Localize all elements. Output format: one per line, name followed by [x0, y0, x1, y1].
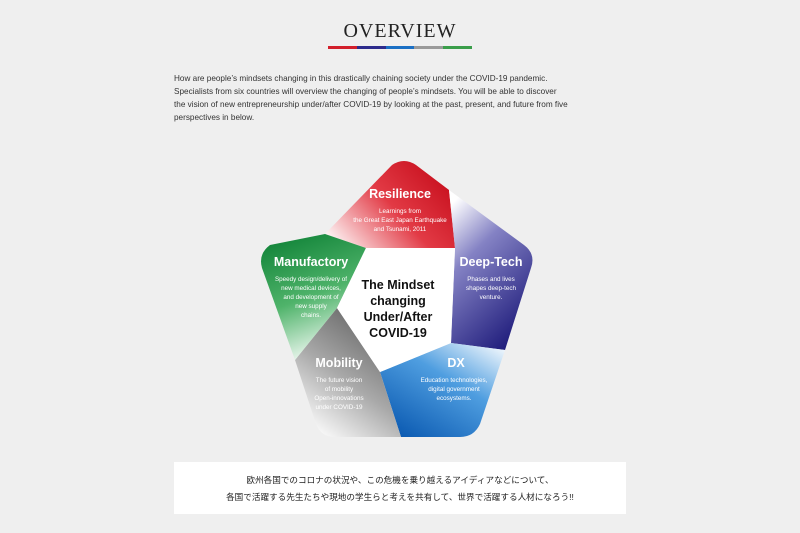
segment-resilience[interactable]: [325, 161, 455, 248]
resilience-desc: the Great East Japan Earthquake: [353, 217, 447, 224]
mobility-desc: of mobility: [325, 386, 354, 393]
intro-line: the vision of new entrepreneurship under…: [174, 100, 568, 109]
segment-deeptech[interactable]: [449, 190, 533, 350]
deeptech-desc: shapes deep-tech: [466, 285, 517, 292]
dx-desc: ecosystems.: [437, 395, 472, 402]
manufactory-desc: and development of: [283, 294, 339, 301]
dx-desc: Education technologies,: [421, 377, 488, 384]
manufactory-desc: new medical devices,: [281, 285, 341, 292]
japanese-message: 欧州各国でのコロナの状況や、この危機を乗り越えるアイディアなどについて、 各国で…: [174, 472, 626, 506]
intro-paragraph: How are people’s mindsets changing in th…: [174, 72, 644, 124]
title-bar-blue: [385, 46, 415, 49]
title-bar-gray: [414, 46, 444, 49]
mobility-desc: The future vision: [316, 377, 363, 384]
deeptech-title: Deep-Tech: [460, 255, 523, 269]
center-title-line2: changing: [370, 294, 426, 308]
center-title-line1: The Mindset: [362, 278, 436, 292]
manufactory-desc: Speedy design/delivery of: [275, 276, 347, 283]
dx-title: DX: [447, 356, 465, 370]
manufactory-desc: chains.: [301, 312, 321, 319]
deeptech-desc: Phases and lives: [467, 276, 515, 283]
resilience-desc: and Tsunami, 2011: [374, 226, 427, 233]
center-title-line4: COVID-19: [369, 326, 427, 340]
segment-mobility[interactable]: [295, 308, 401, 437]
japanese-message-box: 欧州各国でのコロナの状況や、この危機を乗り越えるアイディアなどについて、 各国で…: [174, 462, 626, 514]
mobility-title: Mobility: [315, 356, 362, 370]
manufactory-title: Manufactory: [274, 255, 348, 269]
intro-line: How are people’s mindsets changing in th…: [174, 74, 548, 83]
center-pentagon: [337, 248, 455, 372]
intro-line: Specialists from six countries will over…: [174, 87, 557, 96]
title-color-bar: [328, 46, 472, 49]
title-bar-navy: [356, 46, 386, 49]
segment-dx[interactable]: [380, 343, 505, 437]
resilience-title: Resilience: [369, 187, 431, 201]
dx-desc: digital government: [428, 386, 480, 393]
page-title: OVERVIEW: [343, 20, 457, 42]
japanese-message-line: 欧州各国でのコロナの状況や、この危機を乗り越えるアイディアなどについて、: [246, 475, 554, 485]
resilience-desc: Learnings from: [379, 208, 421, 215]
title-bar-red: [328, 46, 357, 49]
japanese-message-line: 各国で活躍する先生たちや現地の学生らと考えを共有して、世界で活躍する人材になろう…: [226, 492, 574, 502]
mobility-desc: under COVID-19: [316, 404, 363, 411]
mobility-desc: Open-innovations: [314, 395, 363, 402]
deeptech-desc: venture.: [480, 294, 503, 301]
title-bar-green: [443, 46, 472, 49]
intro-line: perspectives in below.: [174, 113, 255, 122]
center-title-line3: Under/After: [364, 310, 433, 324]
segment-manufactory[interactable]: [261, 234, 366, 360]
manufactory-desc: new supply: [295, 303, 327, 310]
